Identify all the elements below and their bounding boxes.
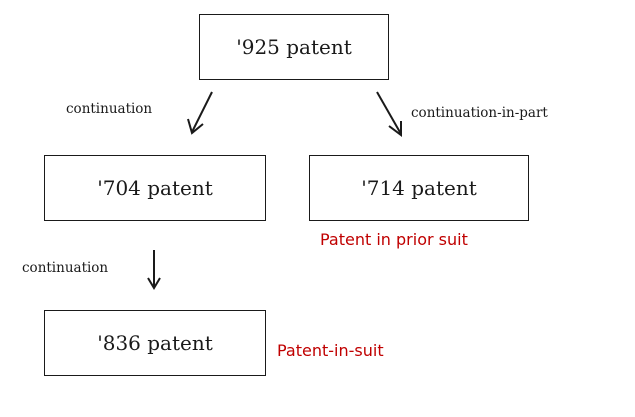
- patent-704-box: '704 patent: [44, 155, 266, 221]
- patent-714-label: '714 patent: [361, 176, 477, 200]
- patent-836-box: '836 patent: [44, 310, 266, 376]
- patent-836-label: '836 patent: [97, 331, 213, 355]
- edge-label-704-to-836: continuation: [22, 260, 109, 276]
- arrow-925-to-714: [376, 91, 402, 135]
- patent-704-label: '704 patent: [97, 176, 213, 200]
- arrow-704-to-836-head: [147, 277, 161, 290]
- edge-label-925-to-704: continuation: [66, 101, 153, 117]
- arrow-925-to-704-head: [187, 118, 204, 135]
- annotation-prior-suit: Patent in prior suit: [320, 230, 468, 249]
- annotation-patent-in-suit: Patent-in-suit: [277, 341, 384, 360]
- patent-925-box: '925 patent: [199, 14, 389, 80]
- edge-label-925-to-714: continuation-in-part: [411, 105, 548, 121]
- arrow-925-to-714-head: [388, 121, 402, 137]
- patent-925-label: '925 patent: [236, 35, 352, 59]
- patent-714-box: '714 patent: [309, 155, 529, 221]
- arrow-925-to-704: [191, 91, 213, 133]
